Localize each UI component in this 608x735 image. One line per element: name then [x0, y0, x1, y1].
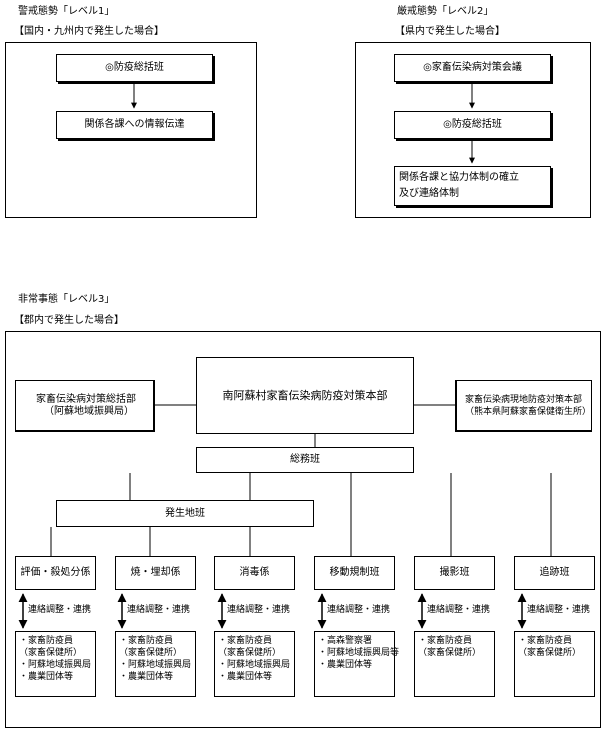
resource-line: （家畜保健所） — [119, 648, 183, 658]
level3-title: 非常事態「レベル3」 — [18, 294, 115, 305]
liaison-label-6: 連絡調整・連携 — [527, 605, 591, 615]
level3-site-team-box: 発生地班 — [56, 500, 314, 527]
resource-line: ・阿蘇地域振興局 — [218, 660, 291, 670]
liaison-label-4: 連絡調整・連携 — [327, 605, 391, 615]
resource-box-tracking: ・家畜防疫員 （家畜保健所） — [514, 631, 595, 697]
level3-hq-box: 南阿蘇村家畜伝染病防疫対策本部 — [196, 357, 414, 434]
level3-field-hq-line2: （熊本県阿蘇家畜保健衛生所） — [465, 407, 592, 417]
level2-cooperation-line2: 及び連絡体制 — [399, 188, 459, 199]
resource-line: ・家畜防疫員 — [119, 636, 174, 646]
level2-response-team-box: ◎防疫総括班 — [394, 111, 551, 139]
level3-general-division-line2: （阿蘇地域振興局） — [44, 406, 134, 417]
liaison-label-5: 連絡調整・連携 — [427, 605, 491, 615]
resource-box-burial: ・家畜防疫員 （家畜保健所） ・阿蘇地域振興局 ・農業団体等 — [115, 631, 196, 697]
resource-line: ・農業団体等 — [119, 672, 174, 682]
resource-box-movement-control: ・高森警察署 ・阿蘇地域振興局等 ・農業団体等 — [314, 631, 400, 697]
resource-line: ・家畜防疫員 — [518, 636, 573, 646]
level3-general-division-line1: 家畜伝染病対策総括部 — [36, 394, 136, 405]
level1-response-team-box: ◎防疫総括班 — [56, 54, 213, 82]
level3-field-hq-box: 家畜伝染病現地防疫対策本部 （熊本県阿蘇家畜保健衛生所） — [455, 380, 592, 432]
resource-line: ・高森警察署 — [318, 636, 373, 646]
level1-frame — [5, 42, 257, 218]
level2-cooperation-box: 関係各課と協力体制の確立 及び連絡体制 — [394, 166, 551, 206]
level2-cooperation-line1: 関係各課と協力体制の確立 — [399, 172, 519, 183]
liaison-label-2: 連絡調整・連携 — [127, 605, 191, 615]
resource-line: ・農業団体等 — [218, 672, 273, 682]
resource-line: （家畜保健所） — [518, 648, 582, 658]
team-box-movement-control: 移動規制班 — [314, 556, 395, 590]
resource-line: ・農業団体等 — [318, 660, 373, 670]
resource-box-evaluation: ・家畜防疫員 （家畜保健所） ・阿蘇地域振興局 ・農業団体等 — [15, 631, 96, 697]
liaison-label-3: 連絡調整・連携 — [227, 605, 291, 615]
team-box-evaluation: 評価・殺処分係 — [15, 556, 96, 590]
resource-line: ・家畜防疫員 — [19, 636, 74, 646]
resource-box-disinfection: ・家畜防疫員 （家畜保健所） ・阿蘇地域振興局 ・農業団体等 — [214, 631, 295, 697]
level2-title: 厳戒態勢「レベル2」 — [397, 6, 494, 17]
resource-line: （家畜保健所） — [418, 648, 482, 658]
level2-frame — [355, 42, 591, 218]
resource-line: ・阿蘇地域振興局 — [119, 660, 192, 670]
level2-council-box: ◎家畜伝染病対策会議 — [394, 54, 551, 82]
level1-title: 警戒態勢「レベル1」 — [18, 6, 115, 17]
level3-general-division-box: 家畜伝染病対策総括部 （阿蘇地域振興局） — [15, 380, 155, 432]
resource-line: （家畜保健所） — [19, 648, 83, 658]
level1-info-relay-box: 関係各課への情報伝達 — [56, 111, 213, 139]
team-box-photography: 撮影班 — [414, 556, 495, 590]
resource-line: （家畜保健所） — [218, 648, 282, 658]
level3-subtitle: 【郡内で発生した場合】 — [14, 315, 124, 326]
level3-frame — [5, 331, 601, 728]
resource-line: ・阿蘇地域振興局 — [19, 660, 92, 670]
resource-line: ・家畜防疫員 — [418, 636, 473, 646]
level2-subtitle: 【県内で発生した場合】 — [395, 26, 505, 37]
team-box-disinfection: 消毒係 — [214, 556, 295, 590]
level3-field-hq-line1: 家畜伝染病現地防疫対策本部 — [465, 395, 583, 405]
team-box-burial: 焼・埋却係 — [115, 556, 196, 590]
resource-line: ・家畜防疫員 — [218, 636, 273, 646]
resource-box-photography: ・家畜防疫員 （家畜保健所） — [414, 631, 495, 697]
team-box-tracking: 追跡班 — [514, 556, 595, 590]
resource-line: ・阿蘇地域振興局等 — [318, 648, 400, 658]
resource-line: ・農業団体等 — [19, 672, 74, 682]
liaison-label-1: 連絡調整・連携 — [28, 605, 92, 615]
level3-general-affairs-box: 総務班 — [196, 447, 414, 473]
level1-subtitle: 【国内・九州内で発生した場合】 — [14, 26, 164, 37]
